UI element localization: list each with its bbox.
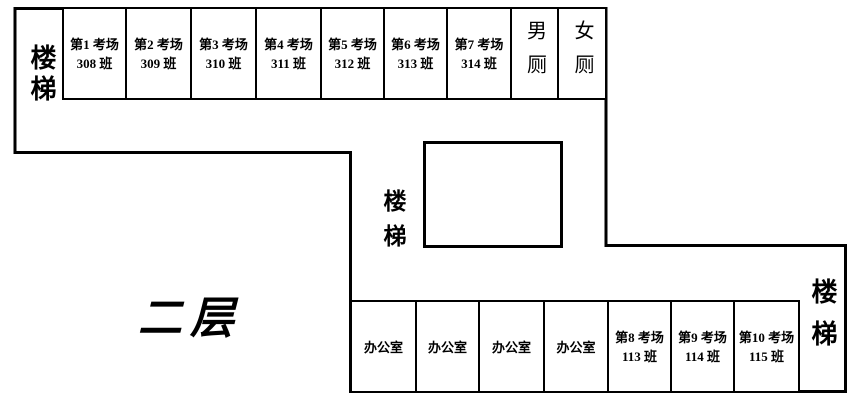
room-class: 311 班	[270, 55, 307, 71]
room-name: 第3 考场	[199, 36, 248, 52]
room-class: 309 班	[140, 55, 177, 71]
room-exam-5: 第5 考场 312 班	[320, 7, 385, 100]
room-name: 第8 考场	[615, 329, 664, 345]
toilet-label: 女厕	[571, 19, 593, 88]
room-name: 第4 考场	[264, 36, 313, 52]
room-name: 第2 考场	[134, 36, 183, 52]
office-label: 办公室	[491, 340, 531, 355]
room-name: 第10 考场	[738, 329, 795, 345]
room-name: 第1 考场	[70, 36, 119, 52]
stairs-label-middle: 楼梯	[380, 189, 405, 259]
office-label: 办公室	[427, 340, 467, 355]
office-label: 办公室	[363, 340, 403, 355]
room-class: 314 班	[461, 55, 497, 71]
floor-label: 二层	[138, 294, 242, 343]
room-office-1: 办公室	[350, 300, 417, 393]
room-name: 第7 考场	[454, 36, 504, 52]
room-exam-3: 第3 考场 310 班	[190, 7, 257, 100]
room-exam-10: 第10 考场 115 班	[733, 300, 800, 393]
room-exam-1: 第1 考场 308 班	[62, 7, 127, 100]
room-class: 312 班	[334, 55, 371, 71]
room-class: 313 班	[397, 55, 434, 71]
room-exam-8: 第8 考场 113 班	[607, 300, 672, 393]
room-name: 第5 考场	[328, 36, 377, 52]
room-exam-6: 第6 考场 313 班	[383, 7, 448, 100]
room-office-3: 办公室	[478, 300, 545, 393]
room-office-2: 办公室	[415, 300, 480, 393]
room-exam-4: 第4 考场 311 班	[255, 7, 322, 100]
room-exam-9: 第9 考场 114 班	[670, 300, 735, 393]
room-exam-2: 第2 考场 309 班	[125, 7, 192, 100]
room-name: 第9 考场	[678, 329, 727, 345]
room-toilet-female: 女厕	[557, 7, 607, 100]
room-class: 114 班	[684, 348, 721, 364]
room-exam-7: 第7 考场 314 班	[446, 7, 512, 100]
room-class: 310 班	[205, 55, 242, 71]
stairs-label-top-left: 楼梯	[27, 44, 56, 106]
room-class: 308 班	[76, 55, 113, 71]
room-class: 113 班	[621, 348, 658, 364]
room-office-4: 办公室	[543, 300, 609, 393]
toilet-label: 男厕	[523, 19, 546, 88]
office-label: 办公室	[556, 340, 596, 355]
room-class: 115 班	[748, 348, 785, 364]
room-toilet-male: 男厕	[510, 7, 559, 100]
room-name: 第6 考场	[391, 36, 440, 52]
stairs-label-bottom-right: 楼梯	[808, 278, 837, 362]
stairwell-box	[423, 141, 563, 248]
